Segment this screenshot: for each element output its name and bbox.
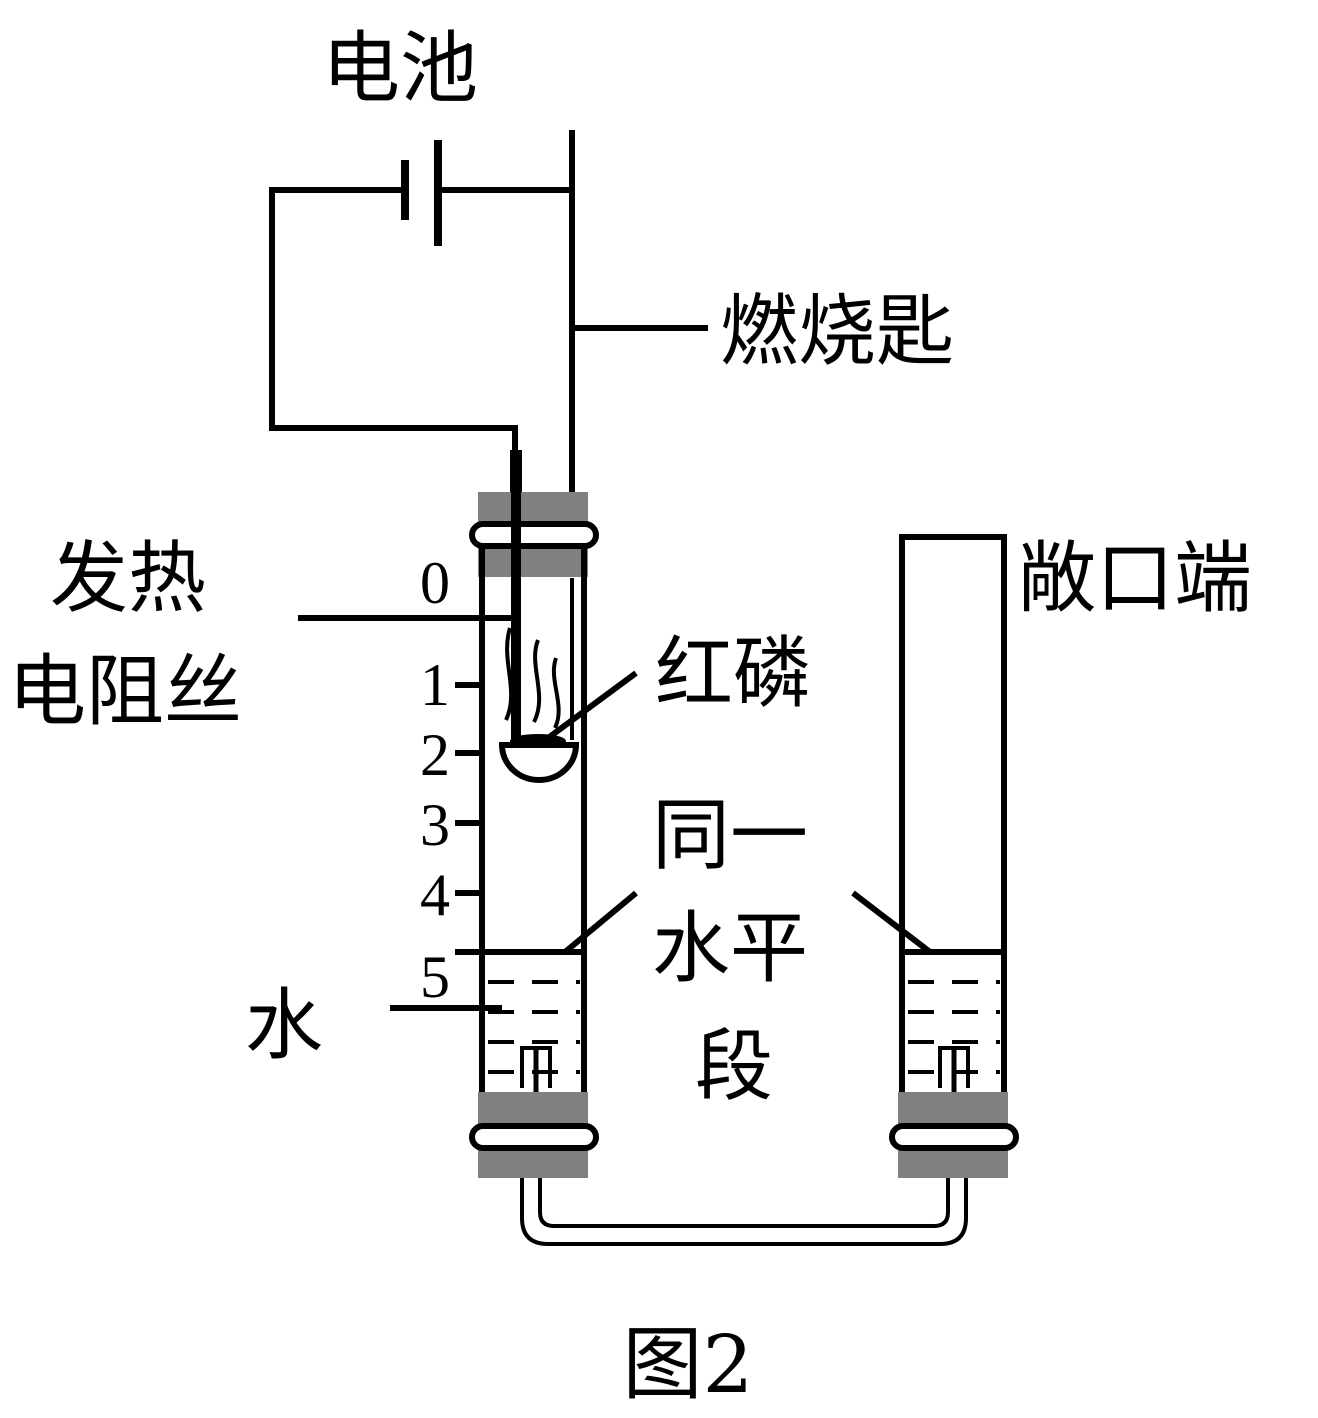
open-end-label: 敞口端	[1018, 534, 1252, 624]
tick-label-4: 4	[420, 862, 450, 928]
top-stopper-lower	[478, 545, 588, 577]
tick-label-1: 1	[420, 652, 450, 718]
top-flange	[469, 521, 599, 549]
water-label: 水	[245, 981, 323, 1071]
level-leader-right	[851, 890, 932, 955]
circuit	[269, 130, 575, 492]
right-bottom-stopper-lower	[898, 1146, 1008, 1178]
right-tube	[889, 534, 1019, 1178]
tick-label-5: 5	[420, 944, 450, 1010]
red-phosphorus-label: 红磷	[655, 629, 811, 719]
smoke-curl-3	[551, 657, 561, 729]
heating-wire-label-line1: 发热	[50, 534, 206, 624]
combustion-spoon-bowl	[498, 742, 580, 783]
leader-lines	[298, 325, 932, 1011]
right-bottom-stopper	[898, 1092, 1008, 1128]
smoke-curl-1	[504, 627, 514, 721]
left-bottom-flange	[469, 1123, 599, 1151]
heating-wire-label-line2: 电阻丝	[8, 647, 242, 737]
tick-label-2: 2	[420, 722, 450, 788]
tick-label-0: 0	[420, 550, 450, 616]
smoke-curl-2	[532, 639, 542, 723]
connecting-tube	[520, 1178, 968, 1246]
same-level-label-1: 同一	[652, 791, 808, 881]
battery-label: 电池	[322, 24, 478, 114]
right-tube-wall	[899, 534, 1007, 1128]
same-level-label-3: 段	[695, 1022, 773, 1112]
tick-label-3: 3	[420, 792, 450, 858]
connecting-tube-inner	[538, 1178, 950, 1228]
connecting-tube-outer	[520, 1178, 968, 1246]
text-labels: 电池 燃烧匙 发热 电阻丝 红磷 敞口端 水 同一 水平 段 图2	[8, 24, 1252, 1411]
left-tube	[455, 492, 599, 1178]
red-phosphorus	[510, 734, 566, 748]
left-bottom-stopper	[478, 1092, 588, 1128]
top-stopper	[478, 492, 588, 526]
left-bottom-stopper-lower	[478, 1146, 588, 1178]
scale-labels: 0 1 2 3 4 5	[420, 550, 450, 1010]
phosphorus-leader	[546, 670, 638, 741]
spoon-label: 燃烧匙	[720, 287, 954, 377]
figure-caption: 图2	[623, 1318, 754, 1411]
circuit-wire-left	[269, 187, 518, 480]
same-level-label-2: 水平	[652, 904, 808, 994]
level-leader-left	[563, 890, 638, 955]
right-bottom-flange	[889, 1123, 1019, 1151]
